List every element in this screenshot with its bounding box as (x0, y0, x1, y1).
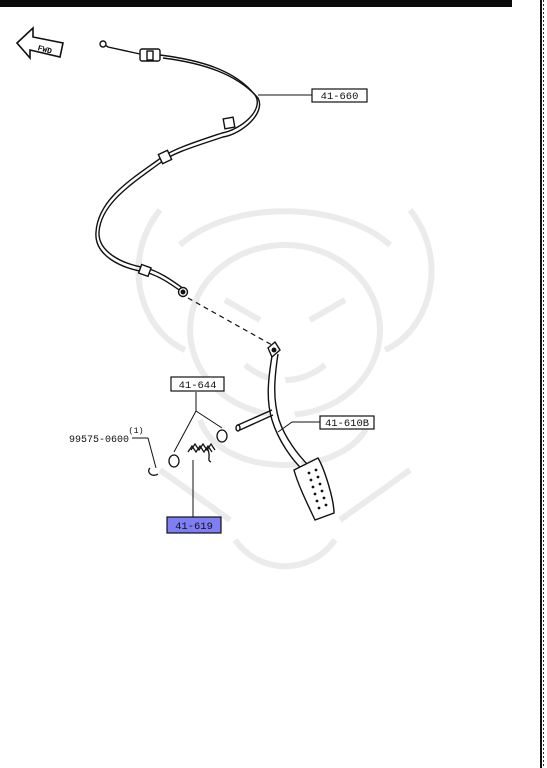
callout-41-619-highlighted: 41-619 (166, 516, 222, 534)
spring-and-bushings (148, 429, 228, 476)
callout-41-644: 41-644 (170, 376, 225, 392)
page-border-line (540, 0, 542, 768)
leader-lines (132, 94, 320, 518)
retaining-clip (148, 467, 159, 476)
callout-41-660: 41-660 (311, 88, 368, 103)
callout-label: 41-644 (179, 380, 217, 392)
fwd-arrow-icon: FWD (15, 26, 64, 61)
fwd-label: FWD (36, 44, 52, 56)
accelerator-pedal (235, 340, 335, 521)
return-spring (190, 442, 216, 452)
callout-label: 41-610B (325, 418, 369, 430)
bushing-right (216, 429, 228, 443)
page-border-dash (543, 0, 544, 768)
part-quantity: (1) (128, 426, 143, 436)
cable-connection-dashed-line (187, 297, 273, 346)
bushing-left (168, 454, 180, 468)
callout-41-610B: 41-610B (319, 415, 375, 430)
header-bar (0, 0, 512, 7)
callout-label: 41-619 (175, 521, 213, 533)
throttle-cable (95, 40, 261, 298)
part-number-label: 99575-0600 (69, 435, 129, 446)
callout-label: 41-660 (321, 91, 359, 103)
